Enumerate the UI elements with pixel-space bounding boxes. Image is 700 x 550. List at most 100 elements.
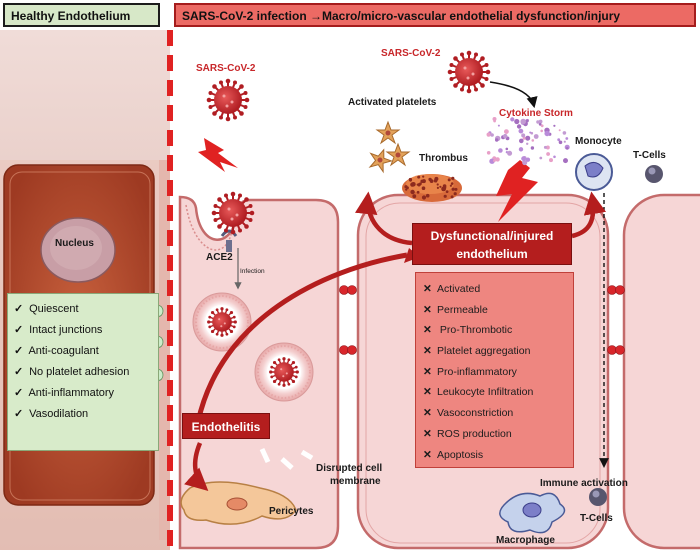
list-item: ✕ROS production bbox=[423, 424, 573, 445]
feature-label: Apoptosis bbox=[437, 448, 484, 461]
check-icon: ✓ bbox=[14, 303, 24, 315]
activated-platelets bbox=[365, 121, 410, 174]
check-icon: ✓ bbox=[14, 324, 24, 336]
cytokine-particle bbox=[498, 148, 503, 153]
cytokine-particle bbox=[539, 156, 543, 160]
right-endothelial-cell bbox=[622, 193, 700, 550]
cytokine-particle bbox=[546, 152, 550, 156]
cytokine-particle bbox=[543, 145, 547, 149]
thrombus-particle bbox=[436, 183, 439, 186]
nucleus-label: Nucleus bbox=[55, 238, 94, 249]
dysfunction-features-list: ✕Activated ✕Permeable ✕ Pro-Thrombotic ✕… bbox=[415, 272, 574, 468]
cytokine-particle bbox=[538, 119, 543, 124]
cytokine-particle bbox=[530, 146, 535, 150]
thrombus-particle bbox=[433, 178, 438, 183]
cytokine-particle bbox=[565, 147, 569, 150]
cytokine-particle bbox=[563, 140, 566, 143]
cytokine-particle bbox=[565, 137, 569, 140]
sars-cov-2-virus bbox=[268, 356, 300, 388]
thrombus-particle bbox=[417, 175, 421, 179]
cytokine-particle bbox=[544, 130, 550, 137]
cytokine-particle bbox=[493, 159, 496, 163]
cytokine-particle bbox=[525, 157, 531, 162]
thrombus-particle bbox=[404, 185, 408, 189]
lightning-icon bbox=[198, 138, 238, 172]
list-item: ✕Permeable bbox=[423, 300, 573, 321]
feature-label: Vasodilation bbox=[29, 408, 89, 420]
cytokine-particle bbox=[521, 133, 526, 138]
activated-platelets-label: Activated platelets bbox=[348, 97, 437, 108]
dysfunction-title-line-1: Dysfunctional/injured bbox=[430, 229, 554, 243]
list-item: ✕Activated bbox=[423, 279, 573, 300]
cytokine-particle bbox=[540, 124, 544, 128]
cytokine-particle bbox=[563, 158, 568, 164]
cytokine-particle bbox=[493, 119, 496, 123]
cross-icon: ✕ bbox=[423, 427, 432, 440]
cytokine-particle bbox=[520, 118, 526, 125]
ace2-receptor bbox=[220, 229, 238, 252]
check-icon: ✓ bbox=[14, 345, 24, 357]
list-item: ✕ Pro-Thrombotic bbox=[423, 320, 573, 341]
thrombus-particle bbox=[436, 186, 439, 189]
feature-label: No platelet adhesion bbox=[29, 366, 130, 378]
virus-label: SARS-CoV-2 bbox=[381, 48, 441, 59]
thrombus-arrow bbox=[355, 191, 413, 246]
cytokine-particle bbox=[514, 118, 520, 125]
cytokine-particle bbox=[486, 151, 491, 155]
cross-icon: ✕ bbox=[423, 365, 432, 378]
cytokine-particle bbox=[531, 139, 535, 142]
t-cells-label: T-Cells bbox=[633, 150, 666, 161]
thrombus-particle bbox=[451, 176, 455, 180]
cytokine-particle bbox=[526, 142, 529, 145]
cytokine-particle bbox=[495, 157, 500, 162]
cytokine-particle bbox=[522, 159, 528, 166]
cytokine-particle bbox=[558, 129, 561, 132]
cytokine-particle bbox=[495, 138, 499, 142]
dysfunction-header: SARS-CoV-2 infection →Macro/micro-vascul… bbox=[174, 3, 696, 27]
t-cells-label: T-Cells bbox=[580, 513, 613, 524]
thrombus-particle bbox=[416, 183, 419, 186]
disrupted-membrane bbox=[259, 447, 314, 470]
list-item: ✓ Anti-inflammatory bbox=[14, 383, 152, 404]
endothelitis-label: Endothelitis bbox=[182, 413, 270, 439]
cytokine-particle bbox=[518, 128, 524, 134]
ace2-label: ACE2 bbox=[206, 252, 233, 263]
list-item: ✓ Quiescent bbox=[14, 299, 152, 320]
cross-icon: ✕ bbox=[423, 283, 432, 295]
thrombus-particle bbox=[422, 175, 425, 178]
thrombus-particle bbox=[420, 179, 424, 183]
pericyte-cell bbox=[180, 481, 297, 525]
cytokine-particle bbox=[538, 122, 542, 126]
cytokine-particle bbox=[516, 124, 522, 129]
cross-icon: ✕ bbox=[423, 407, 432, 420]
cytokine-particle bbox=[507, 150, 513, 156]
thrombus-particle bbox=[416, 190, 420, 194]
thrombus-particle bbox=[451, 187, 455, 191]
sars-cov-2-virus bbox=[205, 77, 251, 123]
cytokine-particle bbox=[518, 147, 524, 152]
cytokine-storm-label: Cytokine Storm bbox=[499, 108, 573, 119]
thrombus-particle bbox=[421, 195, 427, 200]
cytokine-particle bbox=[521, 156, 526, 161]
list-item: ✓ Anti-coagulant bbox=[14, 341, 152, 362]
thrombus-particle bbox=[454, 187, 458, 191]
cytokine-particle bbox=[503, 133, 508, 139]
cross-icon: ✕ bbox=[423, 303, 432, 316]
thrombus-particle bbox=[425, 193, 430, 198]
cytokine-particle bbox=[486, 132, 491, 137]
dysfunction-title-line-2: endothelium bbox=[456, 247, 528, 261]
thrombus-particle bbox=[421, 186, 426, 190]
sars-cov-2-virus bbox=[446, 49, 492, 95]
thrombus-label: Thrombus bbox=[419, 153, 468, 164]
cytokine-particle bbox=[505, 147, 509, 151]
cytokine-particle bbox=[545, 145, 550, 150]
feature-label: Vasoconstriction bbox=[437, 407, 514, 420]
thrombus-particle bbox=[447, 178, 451, 182]
feature-label: Leukocyte Infiltration bbox=[437, 386, 534, 399]
cytokine-particle bbox=[504, 129, 509, 135]
pericytes-label: Pericytes bbox=[269, 506, 314, 517]
cytokine-particle bbox=[525, 135, 531, 141]
healthy-endothelium-panel bbox=[0, 30, 170, 550]
list-item: ✕Pro-inflammatory bbox=[423, 362, 573, 383]
